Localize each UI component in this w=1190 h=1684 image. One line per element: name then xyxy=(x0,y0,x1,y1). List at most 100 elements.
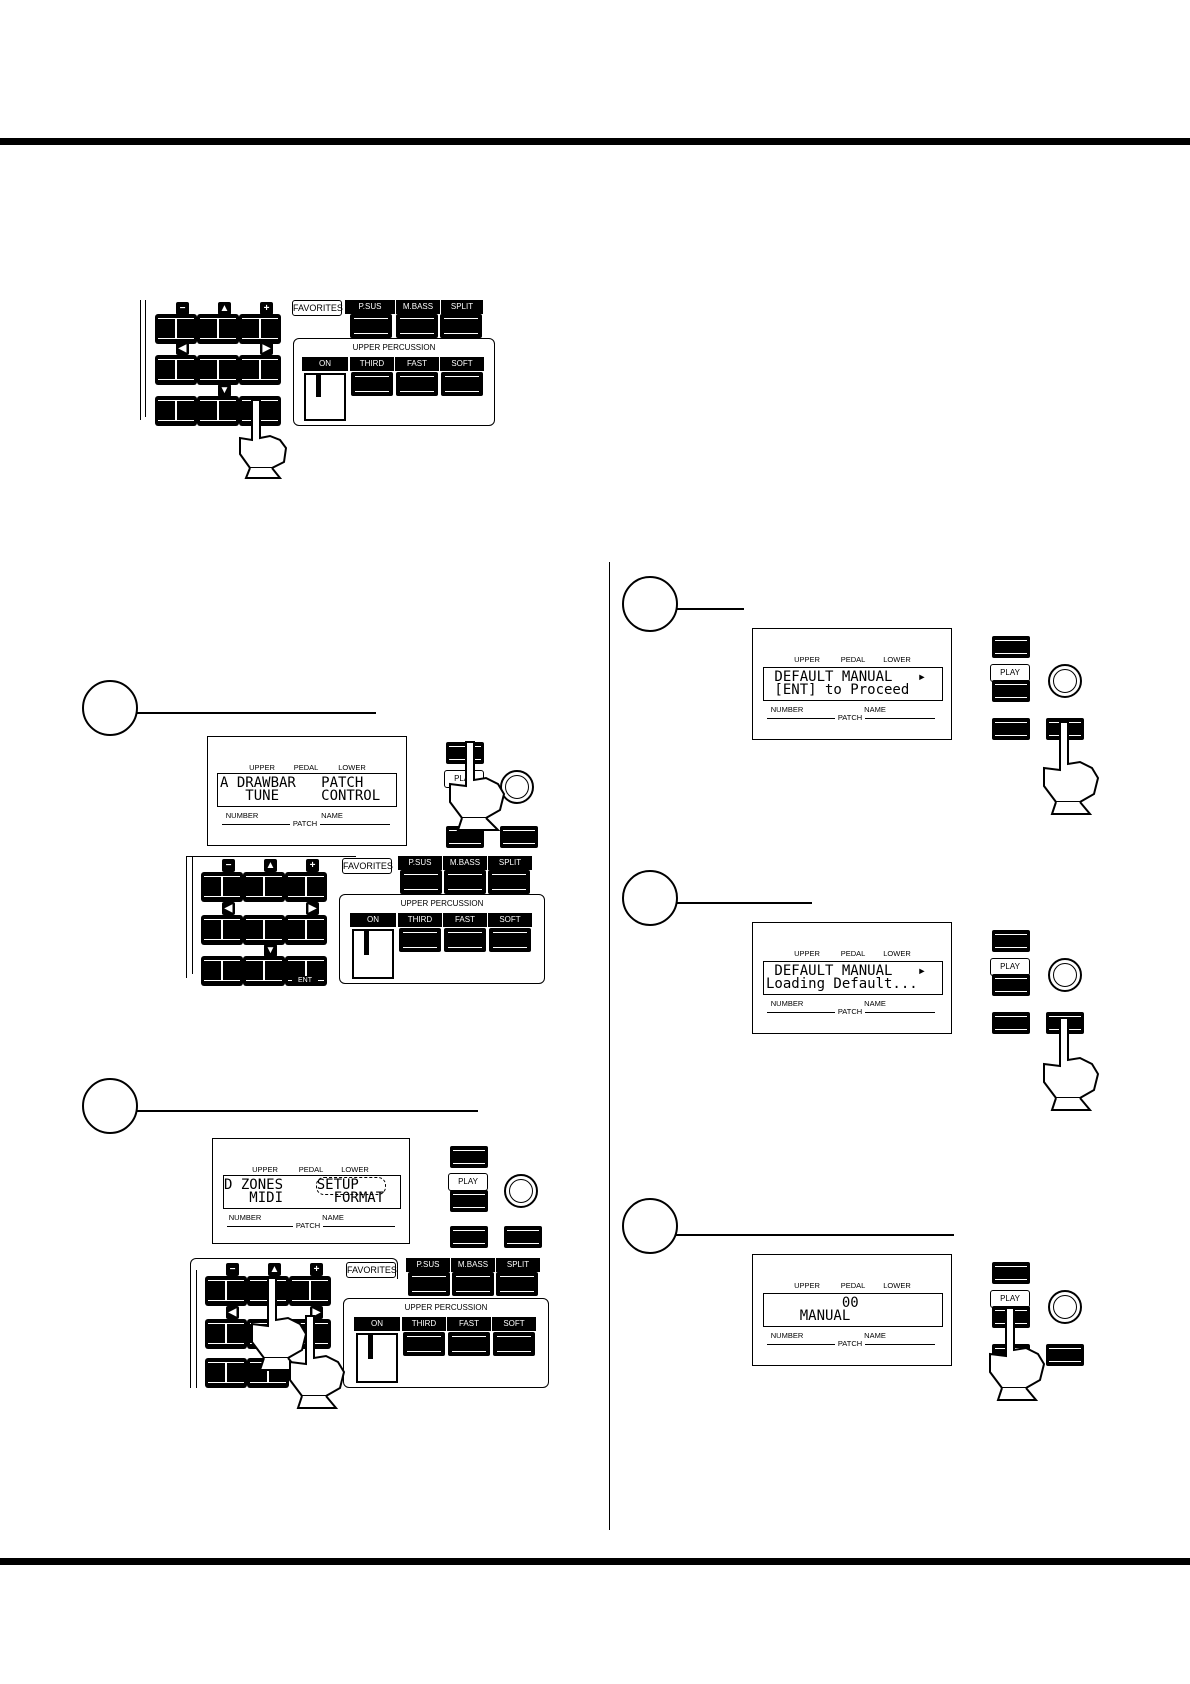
exit-button-4[interactable] xyxy=(992,1012,1030,1034)
step-4-leader xyxy=(676,902,812,904)
menu-button-5[interactable] xyxy=(992,1262,1030,1284)
right-button[interactable] xyxy=(239,355,281,385)
column-divider xyxy=(609,562,610,1530)
lcd-line-1: DEFAULT MANUAL ▸ xyxy=(766,963,927,979)
enter-key-2[interactable] xyxy=(504,1226,542,1248)
psus-button[interactable] xyxy=(408,1272,450,1296)
value-knob-2[interactable] xyxy=(504,1174,538,1208)
down-button[interactable] xyxy=(197,396,239,426)
plus-button[interactable] xyxy=(239,314,281,344)
minus-button[interactable] xyxy=(155,314,197,344)
enter-key-1[interactable] xyxy=(500,826,538,848)
mbass-button[interactable] xyxy=(444,870,486,894)
lcd-display-5: UPPER PEDAL LOWER 00 MANUAL NUMBER NAME … xyxy=(752,1254,952,1366)
center-button[interactable] xyxy=(197,355,239,385)
plus-button[interactable] xyxy=(289,1276,331,1306)
plus-button[interactable] xyxy=(285,872,327,902)
name-caption: NAME xyxy=(322,1213,344,1222)
psus-button[interactable] xyxy=(350,314,392,338)
menu-button-2[interactable] xyxy=(450,1146,488,1168)
third-switch[interactable] xyxy=(351,372,393,396)
left-button[interactable] xyxy=(205,1319,247,1349)
split-button[interactable] xyxy=(488,870,530,894)
mbass-button[interactable] xyxy=(396,314,438,338)
patch-caption: PATCH xyxy=(835,1339,865,1348)
down-button[interactable] xyxy=(243,956,285,986)
exit-button-3[interactable] xyxy=(992,718,1030,740)
name-caption: NAME xyxy=(864,705,886,714)
up-button[interactable] xyxy=(197,314,239,344)
name-caption: NAME xyxy=(864,999,886,1008)
pedal-caption: PEDAL xyxy=(840,655,866,664)
upper-caption: UPPER xyxy=(794,1281,820,1290)
minus-button[interactable] xyxy=(205,1276,247,1306)
menu-button-4[interactable] xyxy=(992,930,1030,952)
fast-label: FAST xyxy=(443,913,487,927)
soft-switch[interactable] xyxy=(441,372,483,396)
left-indicator: ◀ xyxy=(176,342,189,355)
soft-label: SOFT xyxy=(488,913,532,927)
play-button-2[interactable] xyxy=(450,1190,488,1212)
lcd-line-1: 00 xyxy=(766,1295,859,1311)
third-label: THIRD xyxy=(398,913,442,927)
right-button[interactable] xyxy=(285,915,327,945)
bottom-left-button[interactable] xyxy=(201,956,243,986)
soft-switch[interactable] xyxy=(489,928,531,952)
upper-percussion-panel: UPPER PERCUSSION ON THIRD FAST SOFT xyxy=(339,894,545,984)
upper-percussion-title: UPPER PERCUSSION xyxy=(404,1303,488,1312)
minus-indicator: − xyxy=(222,859,235,872)
lcd-line-2: Loading Default... xyxy=(766,976,918,992)
exit-button-2[interactable] xyxy=(450,1226,488,1248)
upper-percussion-panel: UPPER PERCUSSION ON THIRD FAST SOFT xyxy=(343,1298,549,1388)
mbass-button[interactable] xyxy=(452,1272,494,1296)
bottom-left-button[interactable] xyxy=(155,396,197,426)
value-knob-1[interactable] xyxy=(500,770,534,804)
minus-button[interactable] xyxy=(201,872,243,902)
upper-percussion-panel: UPPER PERCUSSION ON THIRD FAST SOFT xyxy=(293,338,495,426)
psus-label: P.SUS xyxy=(345,300,395,314)
lcd-screen-2: D ZONES SETUP MIDI FORMAT xyxy=(223,1175,401,1209)
split-label: SPLIT xyxy=(441,300,483,314)
lcd-line-2: [ENT] to Proceed xyxy=(766,682,910,698)
psus-button[interactable] xyxy=(400,870,442,894)
left-button[interactable] xyxy=(155,355,197,385)
on-switch[interactable] xyxy=(352,929,394,979)
split-button[interactable] xyxy=(496,1272,538,1296)
lcd-line-1: A DRAWBAR PATCH xyxy=(220,775,364,791)
fast-switch[interactable] xyxy=(396,372,438,396)
value-knob-4[interactable] xyxy=(1048,958,1082,992)
favorites-label: FAVORITES xyxy=(342,858,393,874)
upper-caption: UPPER xyxy=(794,655,820,664)
center-button[interactable] xyxy=(243,915,285,945)
lcd-screen-5: 00 MANUAL xyxy=(763,1293,943,1327)
soft-label: SOFT xyxy=(440,357,484,371)
lower-caption: LOWER xyxy=(883,949,911,958)
pedal-caption: PEDAL xyxy=(840,949,866,958)
soft-switch[interactable] xyxy=(493,1332,535,1356)
on-switch[interactable] xyxy=(304,373,346,421)
bottom-left-button[interactable] xyxy=(205,1358,247,1388)
hand-pointer-icon xyxy=(289,1315,346,1409)
play-button-3[interactable] xyxy=(992,680,1030,702)
play-button-4[interactable] xyxy=(992,974,1030,996)
split-button[interactable] xyxy=(440,314,482,338)
third-switch[interactable] xyxy=(403,1332,445,1356)
number-caption: NUMBER xyxy=(225,811,259,820)
pedal-caption: PEDAL xyxy=(293,763,319,772)
step-marker-4 xyxy=(622,870,678,926)
menu-button-3[interactable] xyxy=(992,636,1030,658)
up-button[interactable] xyxy=(243,872,285,902)
step-marker-5 xyxy=(622,1198,678,1254)
third-switch[interactable] xyxy=(399,928,441,952)
fast-switch[interactable] xyxy=(448,1332,490,1356)
on-switch[interactable] xyxy=(356,1333,398,1383)
ent-label: ENT xyxy=(292,976,318,986)
left-button[interactable] xyxy=(201,915,243,945)
value-knob-3[interactable] xyxy=(1048,664,1082,698)
third-label: THIRD xyxy=(350,357,394,371)
value-knob-5[interactable] xyxy=(1048,1290,1082,1324)
patch-caption: PATCH xyxy=(290,819,320,828)
fast-switch[interactable] xyxy=(444,928,486,952)
enter-key-5[interactable] xyxy=(1046,1344,1084,1366)
upper-caption: UPPER xyxy=(794,949,820,958)
